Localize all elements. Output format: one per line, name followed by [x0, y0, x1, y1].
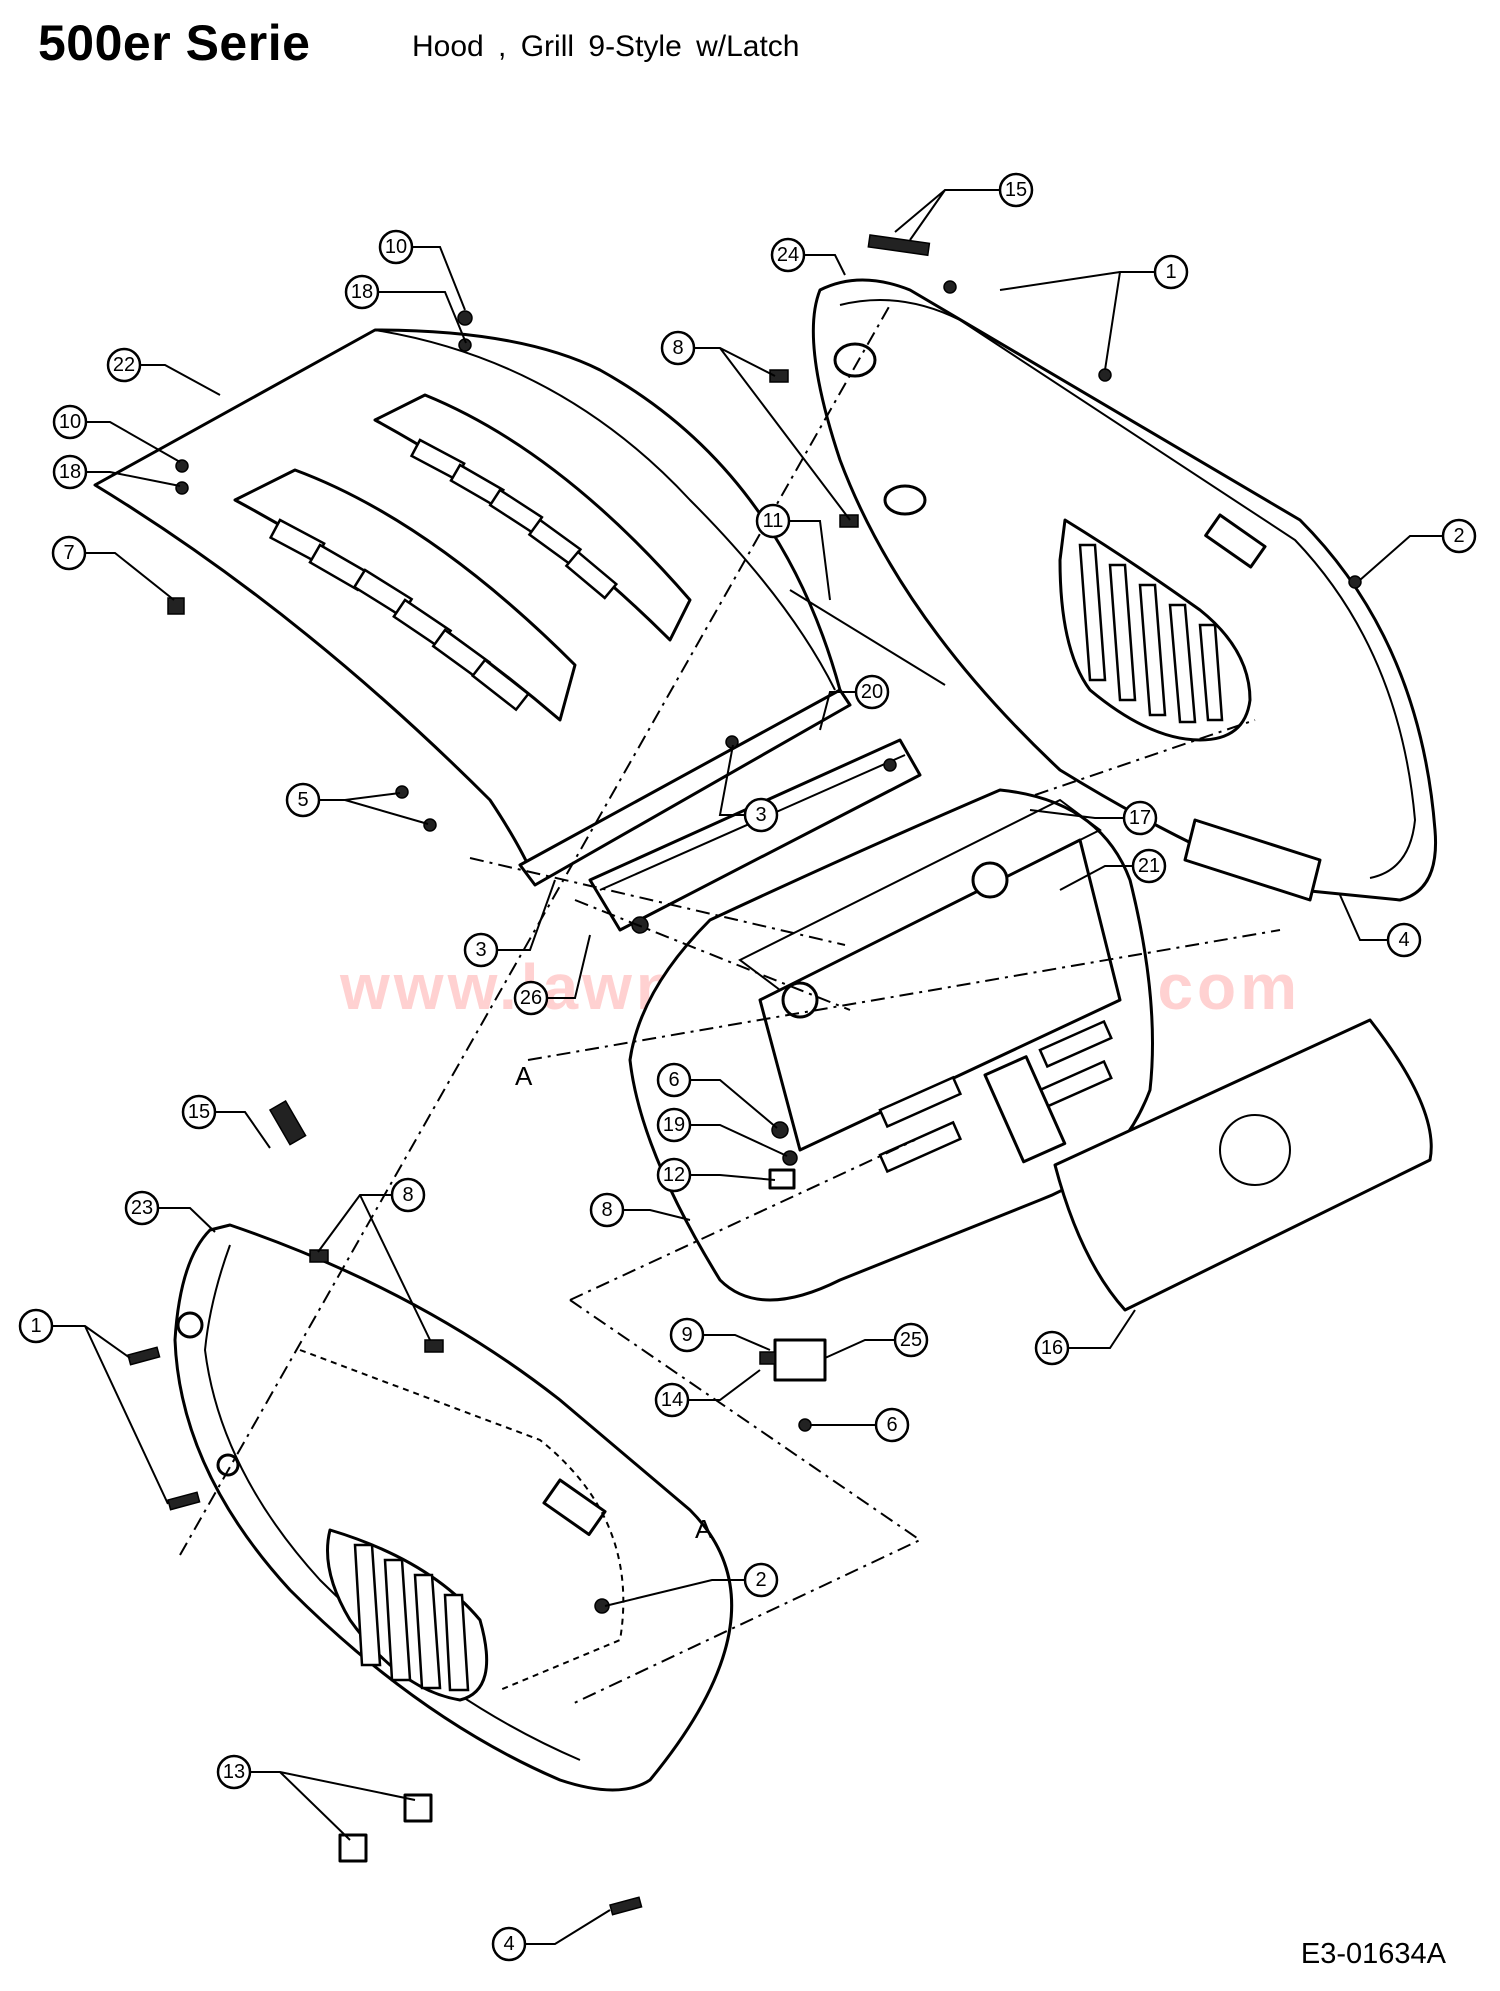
grill-front-assembly: [628, 788, 1154, 1302]
section-marker-a-upper: A: [515, 1061, 533, 1091]
callout-5: 5: [285, 782, 321, 818]
callout-10: 10: [52, 404, 88, 440]
svg-text:2: 2: [755, 1569, 766, 1591]
callout-bubbles: 15 24 1 10 18 8 22 10 18 7 11 2 20 5 3 1…: [18, 172, 1477, 1962]
right-side-panel: [811, 278, 1438, 902]
callout-23: 23: [124, 1190, 160, 1226]
callout-2: 2: [743, 1562, 779, 1598]
callout-3: 3: [463, 932, 499, 968]
grill-bottom-plate: [1053, 1018, 1433, 1312]
callout-24: 24: [770, 237, 806, 273]
svg-text:7: 7: [63, 542, 74, 564]
svg-text:19: 19: [663, 1114, 685, 1136]
callout-14: 14: [654, 1382, 690, 1418]
svg-text:18: 18: [59, 461, 81, 483]
svg-text:10: 10: [385, 236, 407, 258]
svg-text:16: 16: [1041, 1337, 1063, 1359]
small-hardware: [127, 234, 1362, 1916]
callout-4: 4: [491, 1926, 527, 1962]
svg-text:6: 6: [886, 1414, 897, 1436]
document-id: E3-01634A: [1300, 1938, 1446, 1970]
callout-22: 22: [106, 347, 142, 383]
svg-text:15: 15: [188, 1101, 210, 1123]
callout-8: 8: [589, 1192, 625, 1228]
callout-16: 16: [1034, 1330, 1070, 1366]
svg-text:20: 20: [861, 681, 883, 703]
right-panel-grill-slots: [1078, 543, 1224, 724]
svg-text:13: 13: [223, 1761, 245, 1783]
callout-6: 6: [656, 1062, 692, 1098]
svg-text:25: 25: [900, 1329, 922, 1351]
svg-text:15: 15: [1005, 179, 1027, 201]
svg-text:26: 26: [520, 987, 542, 1009]
svg-text:3: 3: [475, 939, 486, 961]
svg-text:21: 21: [1138, 855, 1160, 877]
svg-text:3: 3: [755, 804, 766, 826]
callout-7: 7: [51, 535, 87, 571]
hood-right-vent-slats: [409, 438, 619, 600]
callout-15: 15: [998, 172, 1034, 208]
svg-text:5: 5: [297, 789, 308, 811]
callout-26: 26: [513, 980, 549, 1016]
callout-9: 9: [669, 1317, 705, 1353]
hood-panel: [93, 328, 852, 887]
callout-10: 10: [378, 229, 414, 265]
hood-latch: [759, 1338, 827, 1432]
callout-18: 18: [344, 274, 380, 310]
callout-1: 1: [18, 1308, 54, 1344]
svg-text:4: 4: [503, 1933, 514, 1955]
callout-13: 13: [216, 1754, 252, 1790]
svg-text:6: 6: [668, 1069, 679, 1091]
grill-front-slats: [878, 1019, 1113, 1174]
callout-20: 20: [854, 674, 890, 710]
svg-text:2: 2: [1453, 525, 1464, 547]
callout-21: 21: [1131, 848, 1167, 884]
callout-25: 25: [893, 1322, 929, 1358]
svg-text:10: 10: [59, 411, 81, 433]
svg-text:9: 9: [681, 1324, 692, 1346]
callout-8: 8: [660, 330, 696, 366]
svg-text:18: 18: [351, 281, 373, 303]
svg-text:11: 11: [763, 510, 784, 532]
svg-text:22: 22: [113, 354, 135, 376]
svg-text:4: 4: [1398, 929, 1409, 951]
callout-12: 12: [656, 1157, 692, 1193]
svg-text:8: 8: [601, 1199, 612, 1221]
left-panel-grill-slots: [353, 1543, 470, 1692]
svg-text:12: 12: [663, 1164, 685, 1186]
callout-11: 11: [755, 503, 791, 539]
callout-6: 6: [874, 1407, 910, 1443]
diagram-description: Hood , Grill 9-Style w/Latch: [412, 30, 800, 63]
callout-3: 3: [743, 797, 779, 833]
callout-2: 2: [1441, 518, 1477, 554]
callout-19: 19: [656, 1107, 692, 1143]
hood-left-vent-slats: [268, 518, 531, 712]
callout-17: 17: [1122, 800, 1158, 836]
svg-text:23: 23: [131, 1197, 153, 1219]
section-marker-a-lower: A: [695, 1514, 713, 1544]
svg-text:14: 14: [661, 1389, 683, 1411]
left-side-panel: [173, 1223, 734, 1792]
svg-text:24: 24: [777, 244, 799, 266]
diagram-series-title: 500er Serie: [38, 15, 311, 71]
svg-text:8: 8: [402, 1184, 413, 1206]
callout-18: 18: [52, 454, 88, 490]
callout-4: 4: [1386, 922, 1422, 958]
callout-8: 8: [390, 1177, 426, 1213]
callout-1: 1: [1153, 254, 1189, 290]
svg-text:17: 17: [1129, 807, 1151, 829]
svg-text:1: 1: [30, 1315, 41, 1337]
callout-15: 15: [181, 1094, 217, 1130]
svg-text:8: 8: [672, 337, 683, 359]
svg-text:1: 1: [1165, 261, 1176, 283]
callout-leader-lines: [52, 189, 1443, 1945]
